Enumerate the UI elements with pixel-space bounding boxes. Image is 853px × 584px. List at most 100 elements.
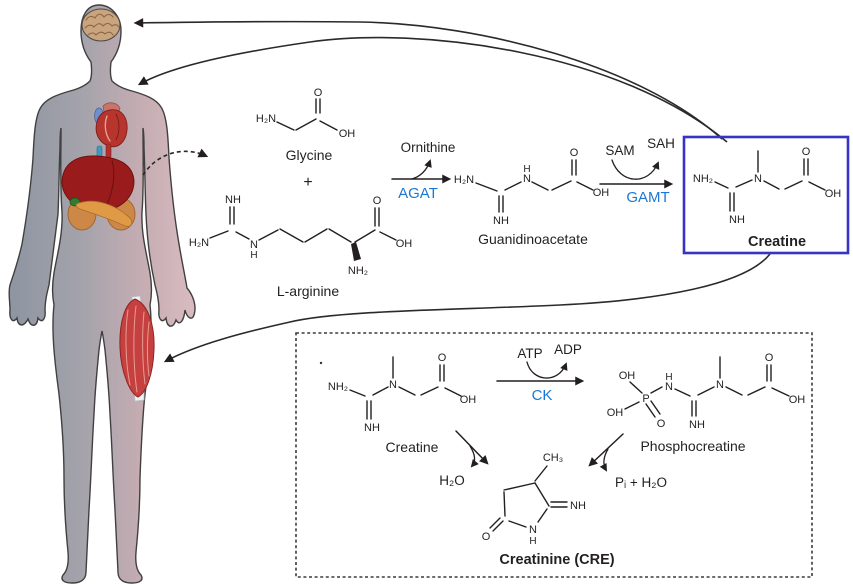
h2o-branch-arrow (469, 445, 479, 468)
pcr-o-p-label: O (657, 418, 666, 430)
arrow-to-brain (133, 18, 723, 140)
ornithine-label: Ornithine (401, 140, 456, 155)
skeletal-muscle-icon (119, 295, 155, 402)
pcr-h-label: H (665, 372, 672, 383)
pcr-oh3-label: OH (789, 394, 806, 406)
human-body-icon (8, 4, 196, 584)
crn-nh-label: NH (570, 500, 586, 512)
creatinine-structure (489, 465, 568, 532)
ck-enzyme-label: CK (532, 387, 553, 404)
arginine-h2n-label: H₂N (189, 237, 209, 249)
gamt-enzyme-label: GAMT (626, 189, 669, 206)
crn-ch3-label: CH₃ (543, 452, 563, 464)
agat-enzyme-label: AGAT (398, 185, 438, 202)
creatine-inner-group: NH₂ NH N O OH Creatine (319, 352, 477, 455)
creatine2-name: Creatine (386, 439, 439, 455)
creatine-n-label: N (754, 173, 762, 185)
l-arginine-structure (209, 206, 397, 261)
plus-sign: + (303, 174, 312, 191)
pcr-o-label: O (765, 352, 774, 364)
ck-reaction: ATP ADP CK (496, 342, 585, 404)
arginine-nh2-label: NH₂ (348, 265, 368, 277)
glycine-structure (276, 98, 338, 131)
body-silhouette (8, 4, 196, 584)
pi-h2o-label: Pᵢ + H₂O (615, 475, 667, 490)
creatine-to-creatinine-arrow (455, 430, 489, 465)
creatine-structure (714, 150, 826, 212)
stray-dot (319, 361, 323, 365)
sam-label: SAM (605, 143, 634, 158)
glycine-o-label: O (314, 87, 323, 99)
pcr-n2-label: N (716, 379, 724, 391)
arginine-o-label: O (373, 195, 382, 207)
atp-adp-arrow (526, 361, 568, 379)
creatine2-oh-label: OH (460, 394, 477, 406)
crn-n-label: N (529, 524, 537, 536)
glycine-oh-label: OH (339, 128, 356, 140)
pcr-name: Phosphocreatine (640, 438, 745, 454)
pcr-nh-label: NH (689, 419, 705, 431)
gaa-oh-label: OH (593, 187, 610, 199)
h2o-label: H₂O (439, 473, 465, 488)
arrow-to-muscle (163, 253, 771, 363)
gaa-nh-label: NH (493, 215, 509, 227)
arginine-h-label: H (250, 250, 257, 261)
phosphocreatine-group: OH OH P O H N NH N O OH Phosphocreatine (607, 352, 806, 454)
atp-label: ATP (517, 346, 542, 361)
pi-h2o-branch-arrow (599, 448, 609, 472)
arginine-name: L-arginine (277, 283, 339, 299)
creatine-nh-label: NH (729, 214, 745, 226)
creatinine-formation-arrows: H₂O Pᵢ + H₂O (439, 430, 667, 490)
arginine-n-label: N (250, 239, 258, 251)
creatine-highlight-box (682, 135, 850, 255)
creatine-inner-structure (349, 356, 462, 420)
sah-label: SAH (647, 136, 675, 151)
arginine-oh-label: OH (396, 238, 413, 250)
pcr-oh2-label: OH (607, 407, 624, 419)
gaa-o-label: O (570, 147, 579, 159)
agat-reaction: Ornithine AGAT (391, 140, 456, 202)
creatine2-o-label: O (438, 352, 447, 364)
gaa-name: Guanidinoacetate (478, 231, 588, 247)
pcr-oh1-label: OH (619, 370, 636, 382)
arrow-from-liver (142, 148, 209, 176)
creatine-oh-label: OH (825, 188, 842, 200)
guanidinoacetate-group: H₂N NH H N O OH Guanidinoacetate (454, 147, 609, 247)
pcr-to-creatinine-arrow (588, 433, 624, 467)
creatine-o-label: O (802, 146, 811, 158)
brain-icon (81, 8, 121, 42)
creatine-box-group: NH₂ NH N O OH Creatine (682, 135, 850, 255)
sam-sah-arrow (611, 159, 660, 180)
creatinine-group: CH₃ NH N H O Creatinine (CRE) (482, 452, 615, 568)
vessel-red (105, 143, 112, 159)
pancreas-icon (75, 200, 133, 227)
creatine2-nh2-label: NH₂ (328, 381, 348, 393)
creatine2-n-label: N (389, 379, 397, 391)
l-arginine-group: NH H₂N N H NH₂ O OH L-arginine (189, 194, 412, 299)
heart-icon (94, 102, 128, 148)
pcr-n1-label: N (665, 381, 673, 393)
distribution-arrows (133, 18, 771, 363)
pcr-p-label: P (642, 393, 649, 405)
creatine-nh2-label: NH₂ (693, 173, 713, 185)
creatine2-nh-label: NH (364, 422, 380, 434)
glycine-group: H₂N O OH Glycine + (256, 87, 355, 191)
gaa-h-label: H (523, 164, 530, 175)
glycine-name: Glycine (286, 147, 333, 163)
arrow-to-body (137, 36, 728, 143)
gaa-h2n-label: H₂N (454, 174, 474, 186)
crn-name: Creatinine (CRE) (499, 552, 614, 568)
gamt-reaction: SAM SAH GAMT (599, 136, 675, 206)
ornithine-branch-arrow (411, 159, 432, 180)
arginine-nh-label: NH (225, 194, 241, 206)
gaa-n-label: N (523, 173, 531, 185)
adp-label: ADP (554, 342, 582, 357)
crn-h-label: H (529, 536, 536, 547)
glycine-h2n-label: H₂N (256, 113, 276, 125)
phosphocreatine-structure (624, 356, 790, 418)
guanidinoacetate-structure (475, 159, 594, 213)
muscle-reaction-box (295, 332, 813, 578)
creatine-name: Creatine (748, 234, 806, 250)
